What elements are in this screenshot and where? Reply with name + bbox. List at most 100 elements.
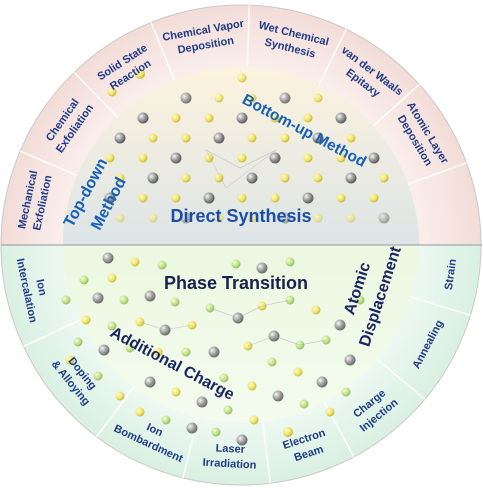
atom-bond bbox=[225, 149, 277, 189]
atom bbox=[138, 193, 148, 203]
atom bbox=[196, 396, 208, 408]
segment-divider bbox=[376, 358, 426, 400]
atom bbox=[267, 357, 277, 367]
atom bbox=[379, 173, 389, 183]
atom bbox=[280, 173, 290, 183]
atom bbox=[231, 259, 241, 269]
atom bbox=[293, 367, 303, 377]
atom bbox=[214, 213, 224, 223]
atom bbox=[270, 193, 280, 203]
atom-bond bbox=[299, 339, 327, 346]
atom bbox=[170, 152, 182, 164]
atom bbox=[125, 343, 135, 353]
atom bbox=[214, 93, 224, 103]
atom bbox=[214, 173, 224, 183]
ion-intercalation-label-line-1: Ion bbox=[33, 278, 48, 297]
atom bbox=[161, 415, 171, 425]
atom bbox=[153, 347, 163, 357]
atom bbox=[316, 376, 328, 388]
atom bbox=[378, 212, 390, 224]
segment-divider bbox=[261, 421, 271, 484]
laser-irradiation-label-line-2: Irradiation bbox=[202, 457, 257, 472]
atom bbox=[144, 376, 156, 388]
atom bbox=[312, 132, 324, 144]
atom bbox=[159, 324, 171, 336]
atom bbox=[92, 292, 104, 304]
segment-divider bbox=[73, 71, 118, 118]
atom-bond bbox=[237, 305, 263, 319]
atom bbox=[104, 192, 116, 204]
atom bbox=[180, 212, 192, 224]
atom bbox=[171, 193, 181, 203]
atom bbox=[119, 295, 129, 305]
segment-dividers bbox=[19, 5, 471, 484]
atom bbox=[302, 192, 314, 204]
atom bbox=[247, 213, 257, 223]
atom bbox=[283, 427, 293, 437]
atom bbox=[171, 113, 181, 123]
atom bbox=[105, 153, 115, 163]
atom bbox=[246, 172, 258, 184]
atom bbox=[157, 260, 167, 270]
atom bbox=[107, 321, 117, 331]
atom bbox=[135, 407, 145, 417]
atom bbox=[247, 93, 257, 103]
atom bbox=[204, 113, 214, 123]
atom bbox=[355, 295, 365, 305]
atom bbox=[115, 173, 125, 183]
strain-label-line-1: Strain bbox=[443, 258, 459, 291]
direct-synthesis-label: Direct Synthesis bbox=[170, 206, 311, 226]
atom-bond bbox=[247, 335, 275, 347]
atom bbox=[181, 173, 191, 183]
atom bbox=[61, 295, 71, 305]
atom bbox=[204, 153, 214, 163]
atom bbox=[335, 112, 347, 124]
segment-divider bbox=[95, 386, 135, 438]
atom bbox=[137, 112, 149, 124]
atom bbox=[299, 399, 309, 409]
atom-bond bbox=[273, 335, 301, 346]
atom bbox=[148, 133, 158, 143]
segment-divider bbox=[411, 296, 471, 316]
atom bbox=[336, 153, 346, 163]
atom bbox=[93, 371, 103, 381]
atom bbox=[237, 73, 247, 83]
atom bbox=[148, 213, 158, 223]
atom bbox=[65, 355, 75, 365]
segment-divider bbox=[150, 22, 176, 81]
atom bbox=[247, 381, 257, 391]
atom bbox=[237, 153, 247, 163]
segment-divider bbox=[372, 83, 420, 127]
atom bbox=[130, 257, 140, 267]
atom bbox=[236, 434, 248, 446]
atom bbox=[369, 193, 379, 203]
atom bbox=[270, 113, 280, 123]
atom bbox=[219, 373, 229, 383]
atom bbox=[203, 192, 215, 204]
atom bbox=[303, 153, 313, 163]
atom bbox=[336, 193, 346, 203]
atom bbox=[223, 405, 233, 415]
atom bbox=[368, 152, 380, 164]
atom bbox=[341, 387, 351, 397]
atom bbox=[247, 133, 257, 143]
atom bbox=[285, 257, 295, 267]
segment-divider bbox=[23, 319, 80, 348]
atom bbox=[147, 172, 159, 184]
atom bbox=[186, 422, 198, 434]
atom-bond bbox=[205, 149, 241, 169]
segment-divider bbox=[318, 28, 347, 86]
atom bbox=[243, 341, 253, 351]
atom bbox=[115, 391, 125, 401]
atom bbox=[272, 390, 284, 402]
atom bbox=[313, 213, 323, 223]
atom bbox=[213, 132, 225, 144]
atom bbox=[102, 252, 114, 264]
atom bbox=[325, 407, 335, 417]
atom bbox=[313, 173, 323, 183]
atom bbox=[138, 153, 148, 163]
atom bbox=[249, 415, 259, 425]
atom bbox=[79, 275, 89, 285]
atom-bond bbox=[205, 149, 227, 189]
atom bbox=[334, 319, 346, 331]
